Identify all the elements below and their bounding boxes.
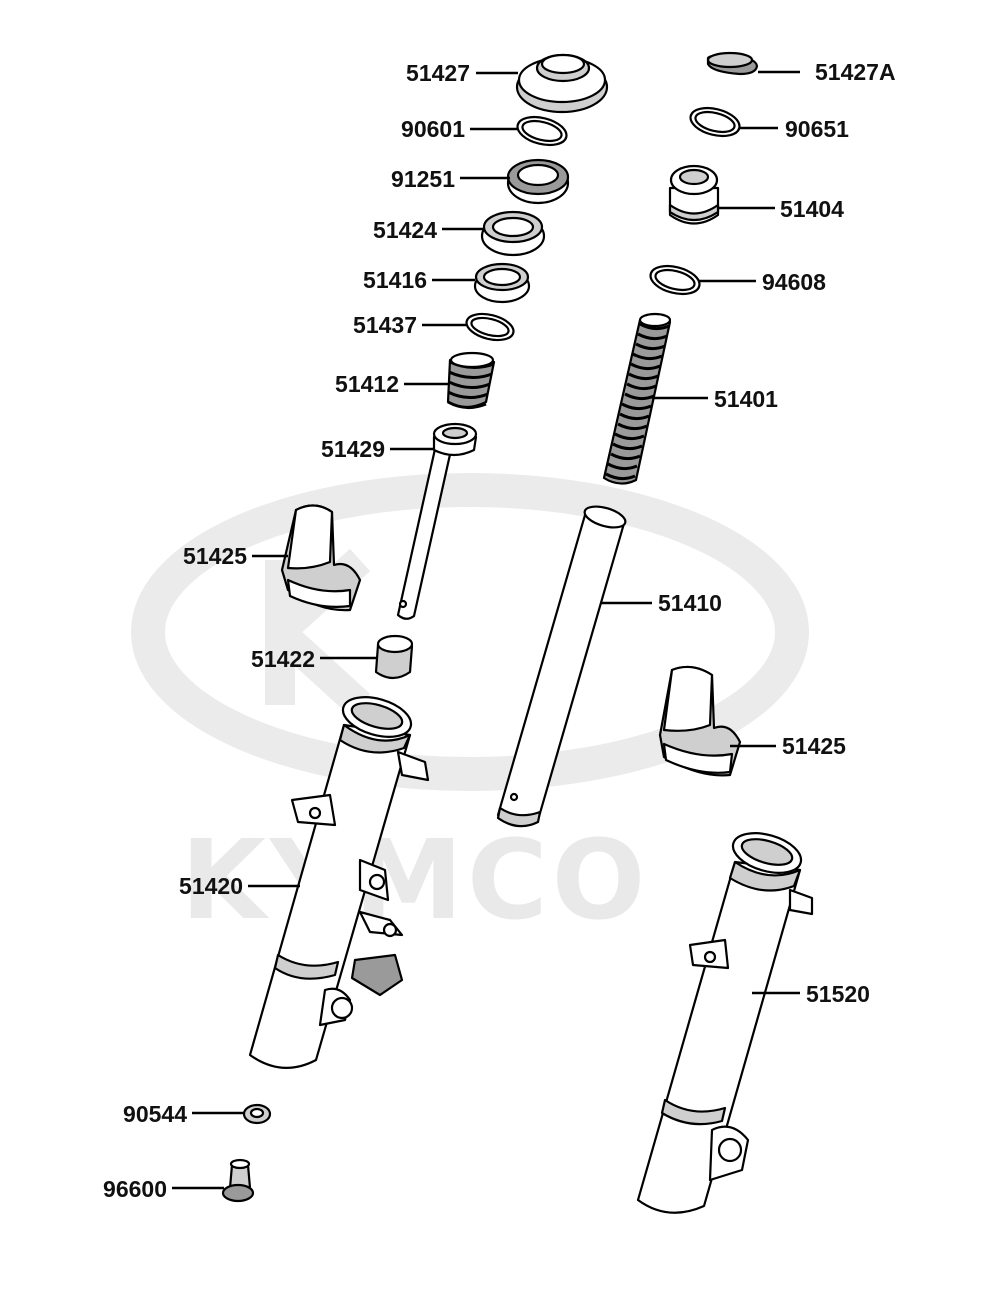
spring-coils xyxy=(605,332,668,481)
label-51425-left: 51425 xyxy=(183,543,247,569)
part-labels: 51427 51427A 90601 90651 91251 51404 514… xyxy=(103,59,896,1202)
part-90651-oring xyxy=(689,106,741,138)
part-51410-tube xyxy=(496,505,627,828)
part-51412-spring xyxy=(446,351,496,409)
label-51416: 51416 xyxy=(363,267,427,293)
part-51404-guide xyxy=(668,164,720,225)
part-51420-fork-left xyxy=(248,696,430,1069)
label-90651: 90651 xyxy=(785,116,849,142)
label-51401: 51401 xyxy=(714,386,778,412)
part-96600-bolt xyxy=(221,1158,255,1203)
label-51427: 51427 xyxy=(406,60,470,86)
label-51422: 51422 xyxy=(251,646,315,672)
part-51422-collar xyxy=(374,634,414,680)
part-51401-spring xyxy=(602,312,672,485)
part-51416-race xyxy=(473,262,531,304)
part-51425-guard-left xyxy=(280,504,362,612)
part-51520-fork-right xyxy=(636,832,814,1214)
label-51429: 51429 xyxy=(321,436,385,462)
label-51425-right: 51425 xyxy=(782,733,846,759)
label-51424: 51424 xyxy=(373,217,437,243)
part-51427A-cap xyxy=(706,51,759,76)
label-96600: 96600 xyxy=(103,1176,167,1202)
label-51437: 51437 xyxy=(353,312,417,338)
label-94608: 94608 xyxy=(762,269,826,295)
label-51427A: 51427A xyxy=(815,59,896,85)
part-90544-washer xyxy=(242,1103,272,1125)
part-51437-oring xyxy=(465,312,515,342)
label-51412: 51412 xyxy=(335,371,399,397)
part-51425-guard-right xyxy=(658,665,742,777)
label-51420: 51420 xyxy=(179,873,243,899)
label-90544: 90544 xyxy=(123,1101,187,1127)
part-94608-oring xyxy=(649,264,701,296)
label-51520: 51520 xyxy=(806,981,870,1007)
part-51429-rod xyxy=(396,422,478,620)
label-91251: 91251 xyxy=(391,166,455,192)
part-90601-oring xyxy=(516,115,568,147)
part-91251-bearing xyxy=(506,158,570,205)
leader-lines xyxy=(172,70,800,1190)
label-90601: 90601 xyxy=(401,116,465,142)
part-51427-cover xyxy=(515,53,609,114)
label-51404: 51404 xyxy=(780,196,844,222)
watermark-text: KYMCO xyxy=(181,816,650,944)
label-51410: 51410 xyxy=(658,590,722,616)
part-51424-race xyxy=(480,210,546,257)
kymco-watermark: KYMCO xyxy=(131,473,809,944)
